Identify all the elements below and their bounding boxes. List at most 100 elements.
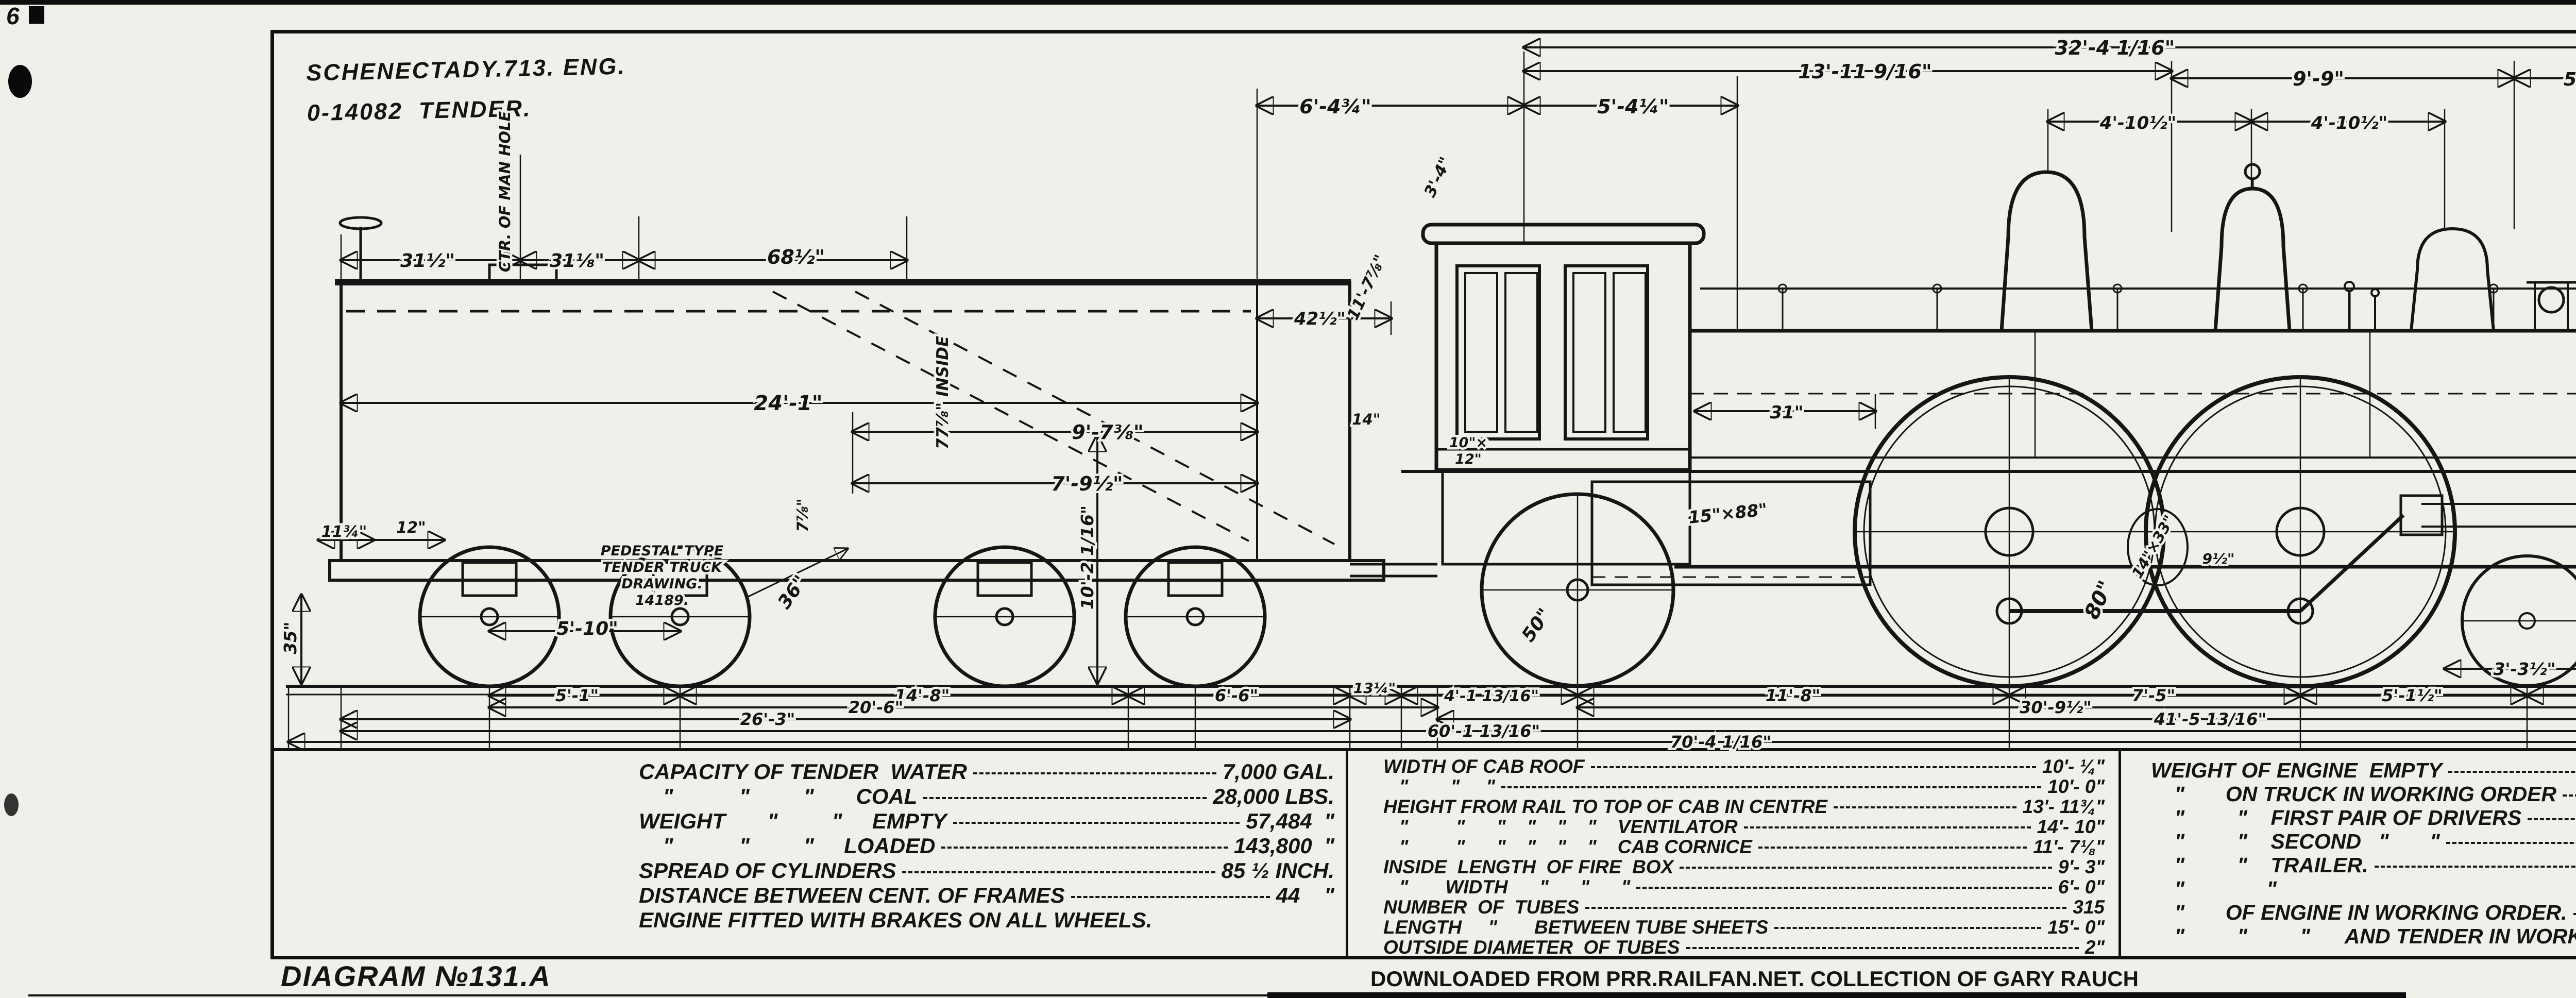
dimension-label: 7'-9½" [1051,472,1123,495]
dimension-label: 9½" [2202,550,2234,567]
diagram-number: DIAGRAM №131.A [281,960,551,992]
dimension-label: 32'-4 1/16" [2055,37,2175,59]
dimension-label: 15"×88" [1687,499,1768,528]
dimension-label: 31" [1770,402,1803,423]
spec-label: " OF ENGINE IN WORKING ORDER. [2151,901,2567,924]
spec-value: 28,000 LBS. [1213,784,1334,808]
dimension-label: 26'-3" [740,709,795,729]
spec-label: INSIDE LENGTH OF FIRE BOX [1383,856,1674,877]
drawing-border-frame [270,30,2576,959]
dimension-label: PEDESTAL TYPE [601,543,724,559]
spec-row: " " " LOADED 143,800 " [639,834,1334,858]
dimension-label: 11¾" [321,523,367,541]
spec-label: " " [2151,877,2277,901]
spec-label: CAPACITY OF TENDER WATER [639,759,968,784]
dimension-label: TENDER TRUCK [602,560,723,576]
spec-value: 57,484 " [1246,809,1334,833]
spec-value: 85 ½ INCH. [1221,858,1334,883]
scan-bottom-streak [1267,992,2406,998]
spec-row: " " TRAILER.31,150 " [2151,853,2576,877]
dash-leader [953,822,1240,824]
spec-label: SPREAD OF CYLINDERS [639,858,896,883]
spec-value: 9'- 3" [2058,856,2105,877]
spec-table-weights: WEIGHT OF ENGINE EMPTY163,100 LBS. " ON … [2151,758,2576,948]
dash-leader [1743,826,2031,828]
spec-value: 315 [2073,896,2105,918]
dimension-label: 14'-8" [895,686,950,705]
dimension-label: 3'-3½" [2493,659,2555,679]
spec-label: " " " LOADED [639,834,936,858]
dimension-label: 5'-10" [556,618,618,639]
spec-value: 11'- 7⅛" [2033,836,2105,857]
dash-leader [2448,771,2576,773]
dimension-label: CTR. OF MAN HOLE [496,111,514,273]
spec-label: " " SECOND " " [2151,830,2440,853]
dash-leader [2374,866,2576,868]
dash-leader [1833,806,2016,808]
spec-row: " " "10'- 0" [1383,776,2105,797]
spec-row: " OF ENGINE IN WORKING ORDER.183,150 " [2151,901,2576,924]
dash-leader [1758,847,2027,849]
dimension-label: 12" [1455,451,1482,467]
dash-leader [1071,896,1270,898]
dimension-label: 41'-5 13/16" [2154,709,2266,729]
spec-value: 44 " [1276,883,1334,907]
dash-leader [973,772,1216,774]
dimension-lines [289,47,2576,742]
dimension-label: 11'-8" [1766,686,1821,705]
spec-label: " " " COAL [639,784,918,808]
scan-top-streak [0,0,2576,5]
handrail-stanchions [1777,283,2499,331]
dimension-label: 6'-6" [1215,686,1258,705]
dimension-label: DRAWING. [621,576,702,592]
dimension-label: 13'-11 9/16" [1798,60,1931,83]
dimension-label: 13¼" [1353,680,1396,697]
dash-leader [1774,927,2042,929]
spec-row: " " " AND TENDER IN WORKING ORDER326,950… [2151,924,2576,948]
spec-divider-right [2119,750,2121,956]
dimension-label: 14189. [635,593,689,608]
dash-leader [2563,794,2576,797]
spec-value: 10'- ¼" [2042,756,2105,777]
spec-row: " " " COAL 28,000 LBS. [639,784,1334,809]
edge-smudge [4,793,19,816]
spec-row: " ON TRUCK IN WORKING ORDER33,650 " [2151,782,2576,806]
spec-label: HEIGHT FROM RAIL TO TOP OF CAB IN CENTRE [1383,796,1827,817]
dash-leader [941,847,1228,849]
spec-value: 13'- 11¾" [2022,796,2105,817]
trailing-wheel [1480,492,1675,688]
dash-leader [923,797,1207,799]
collection-credit: DOWNLOADED FROM PRR.RAILFAN.NET. COLLECT… [1370,967,2139,991]
dimension-label: 42½" [1294,309,1346,329]
dimension-label: 20'-6" [849,698,904,717]
driver-wheel-1 [1853,375,2166,688]
punch-hole-stain [8,65,32,98]
dimension-label: 5'-1" [555,686,599,705]
dimension-label: 30'-9½" [2020,698,2092,717]
spec-row: INSIDE LENGTH OF FIRE BOX 9'- 3" [1383,857,2105,877]
spec-value: 143,800 " [1233,834,1334,858]
dimension-label: 9'-9" [2293,67,2344,90]
spec-label: OUTSIDE DIAMETER OF TUBES [1383,937,1680,958]
dimension-label: 12" [396,519,426,537]
spec-label: DISTANCE BETWEEN CENT. OF FRAMES [639,883,1065,907]
dimension-label: 7⅞" [794,498,811,532]
spec-row: " " [2151,877,2576,901]
dimension-label: 5'-4¾" [2564,69,2576,90]
spec-label: WEIGHT OF ENGINE EMPTY [2151,758,2442,782]
dimension-label: 4'-1 13/16" [1444,687,1539,705]
spec-value: 15'- 0" [2047,917,2105,938]
dimension-label: 35" [280,621,300,654]
dimension-label: 80" [2080,577,2118,623]
spec-label: " " TRAILER. [2151,853,2368,877]
spec-row: " " FIRST PAIR OF DRIVERS56,750 " [2151,806,2576,830]
dimension-label: 14" [1352,411,1380,428]
dimension-label: 31½" [400,250,455,272]
spec-label: " " " AND TENDER IN WORKING ORDER [2174,924,2576,948]
spec-row: " WIDTH " " "6'- 0" [1383,877,2105,897]
scan-bottom-line [28,994,1267,996]
margin-note: 6 [6,3,20,29]
